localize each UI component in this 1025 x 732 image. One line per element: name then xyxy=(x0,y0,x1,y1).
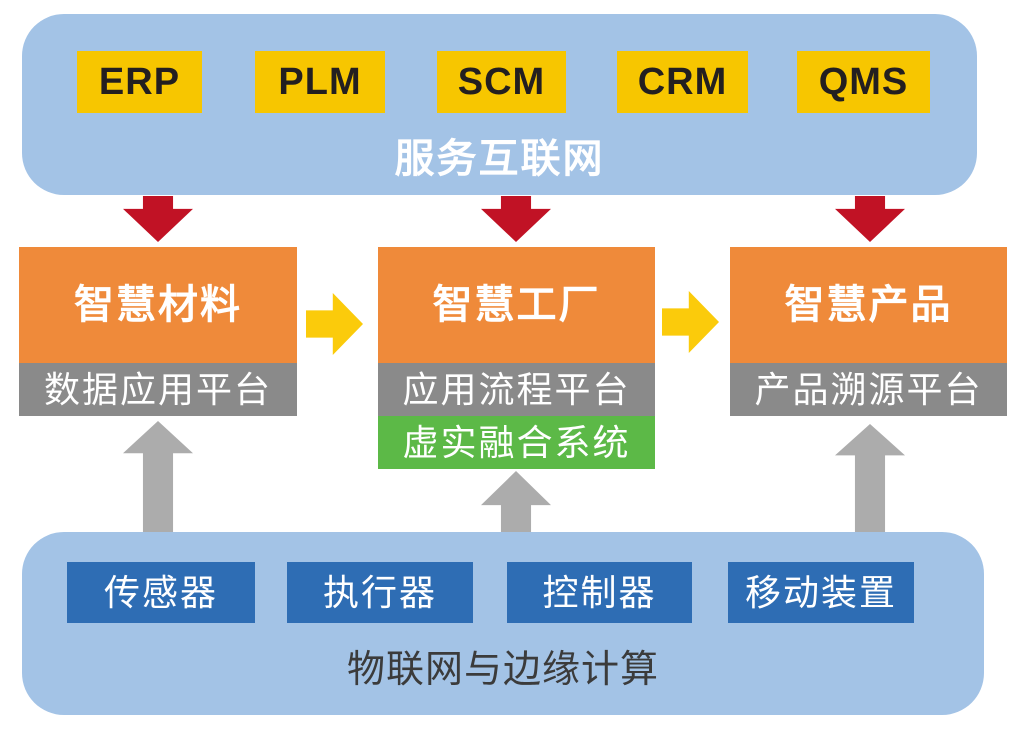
application-process-platform-bar: 应用流程平台 xyxy=(378,363,655,416)
down-arrow-icon xyxy=(835,196,905,242)
column-smart-materials: 智慧材料 数据应用平台 xyxy=(19,247,297,416)
down-arrow-icon xyxy=(123,196,193,242)
up-arrow-icon xyxy=(835,424,905,532)
right-arrow-icon xyxy=(662,291,719,353)
device-box-actuator: 执行器 xyxy=(287,562,473,623)
up-arrow-icon xyxy=(481,471,551,532)
system-box-scm: SCM xyxy=(437,51,566,113)
column-smart-products: 智慧产品 产品溯源平台 xyxy=(730,247,1007,416)
column-smart-factory: 智慧工厂 应用流程平台 虚实融合系统 xyxy=(378,247,655,469)
system-box-crm: CRM xyxy=(617,51,748,113)
device-box-sensor: 传感器 xyxy=(67,562,255,623)
service-internet-panel: ERP PLM SCM CRM QMS 服务互联网 xyxy=(22,14,977,195)
down-arrow-icon xyxy=(481,196,551,242)
smart-materials-header: 智慧材料 xyxy=(19,247,297,363)
iot-edge-title: 物联网与边缘计算 xyxy=(346,649,659,691)
system-box-erp: ERP xyxy=(77,51,202,113)
system-box-plm: PLM xyxy=(255,51,385,113)
virtual-real-fusion-system-bar: 虚实融合系统 xyxy=(378,416,655,469)
up-arrow-icon xyxy=(123,421,193,532)
device-box-mobile-device: 移动装置 xyxy=(728,562,914,623)
product-traceability-platform-bar: 产品溯源平台 xyxy=(730,363,1007,416)
iot-edge-panel: 传感器 执行器 控制器 移动装置 物联网与边缘计算 xyxy=(22,532,984,715)
data-application-platform-bar: 数据应用平台 xyxy=(19,363,297,416)
system-box-qms: QMS xyxy=(797,51,930,113)
smart-factory-header: 智慧工厂 xyxy=(378,247,655,363)
smart-products-header: 智慧产品 xyxy=(730,247,1007,363)
right-arrow-icon xyxy=(306,293,363,355)
service-internet-title: 服务互联网 xyxy=(394,137,605,181)
device-box-controller: 控制器 xyxy=(507,562,692,623)
